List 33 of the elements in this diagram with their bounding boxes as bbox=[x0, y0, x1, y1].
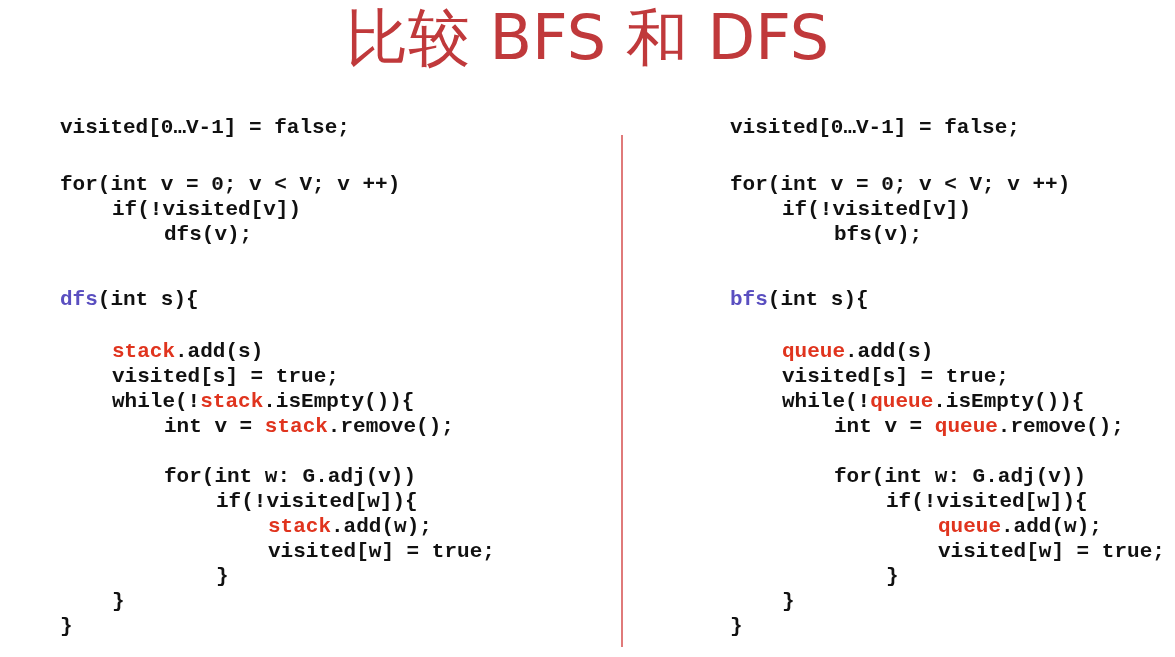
code-line: if(!visited[v]) bbox=[782, 198, 972, 222]
code-line: while(!queue.isEmpty()){ bbox=[782, 390, 1085, 414]
code-line: if(!visited[v]) bbox=[112, 198, 302, 222]
code-line: for(int v = 0; v < V; v ++) bbox=[60, 173, 401, 197]
code-line: stack.add(w); bbox=[268, 515, 432, 539]
code-line: } bbox=[886, 565, 899, 589]
code-line: } bbox=[782, 590, 795, 614]
code-line: for(int w: G.adj(v)) bbox=[834, 465, 1087, 489]
code-line: dfs(int s){ bbox=[60, 288, 199, 312]
code-line: visited[0…V-1] = false; bbox=[730, 116, 1020, 140]
code-line: if(!visited[w]){ bbox=[216, 490, 418, 514]
code-line: } bbox=[112, 590, 125, 614]
code-line: visited[s] = true; bbox=[782, 365, 1009, 389]
code-line: queue.add(w); bbox=[938, 515, 1102, 539]
slide-title: 比较 BFS 和 DFS bbox=[344, 0, 831, 76]
code-line: int v = queue.remove(); bbox=[834, 415, 1124, 439]
code-line: for(int v = 0; v < V; v ++) bbox=[730, 173, 1071, 197]
code-line: queue.add(s) bbox=[782, 340, 934, 364]
code-line: } bbox=[730, 615, 743, 639]
code-line: dfs(v); bbox=[164, 223, 253, 247]
code-line: visited[s] = true; bbox=[112, 365, 339, 389]
code-line: stack.add(s) bbox=[112, 340, 264, 364]
code-line: visited[w] = true; bbox=[938, 540, 1165, 564]
code-line: for(int w: G.adj(v)) bbox=[164, 465, 417, 489]
code-line: if(!visited[w]){ bbox=[886, 490, 1088, 514]
code-line: } bbox=[216, 565, 229, 589]
code-line: visited[0…V-1] = false; bbox=[60, 116, 350, 140]
code-line: bfs(v); bbox=[834, 223, 923, 247]
code-line: bfs(int s){ bbox=[730, 288, 869, 312]
code-line: } bbox=[60, 615, 73, 639]
code-line: while(!stack.isEmpty()){ bbox=[112, 390, 415, 414]
code-line: visited[w] = true; bbox=[268, 540, 495, 564]
code-line: int v = stack.remove(); bbox=[164, 415, 454, 439]
